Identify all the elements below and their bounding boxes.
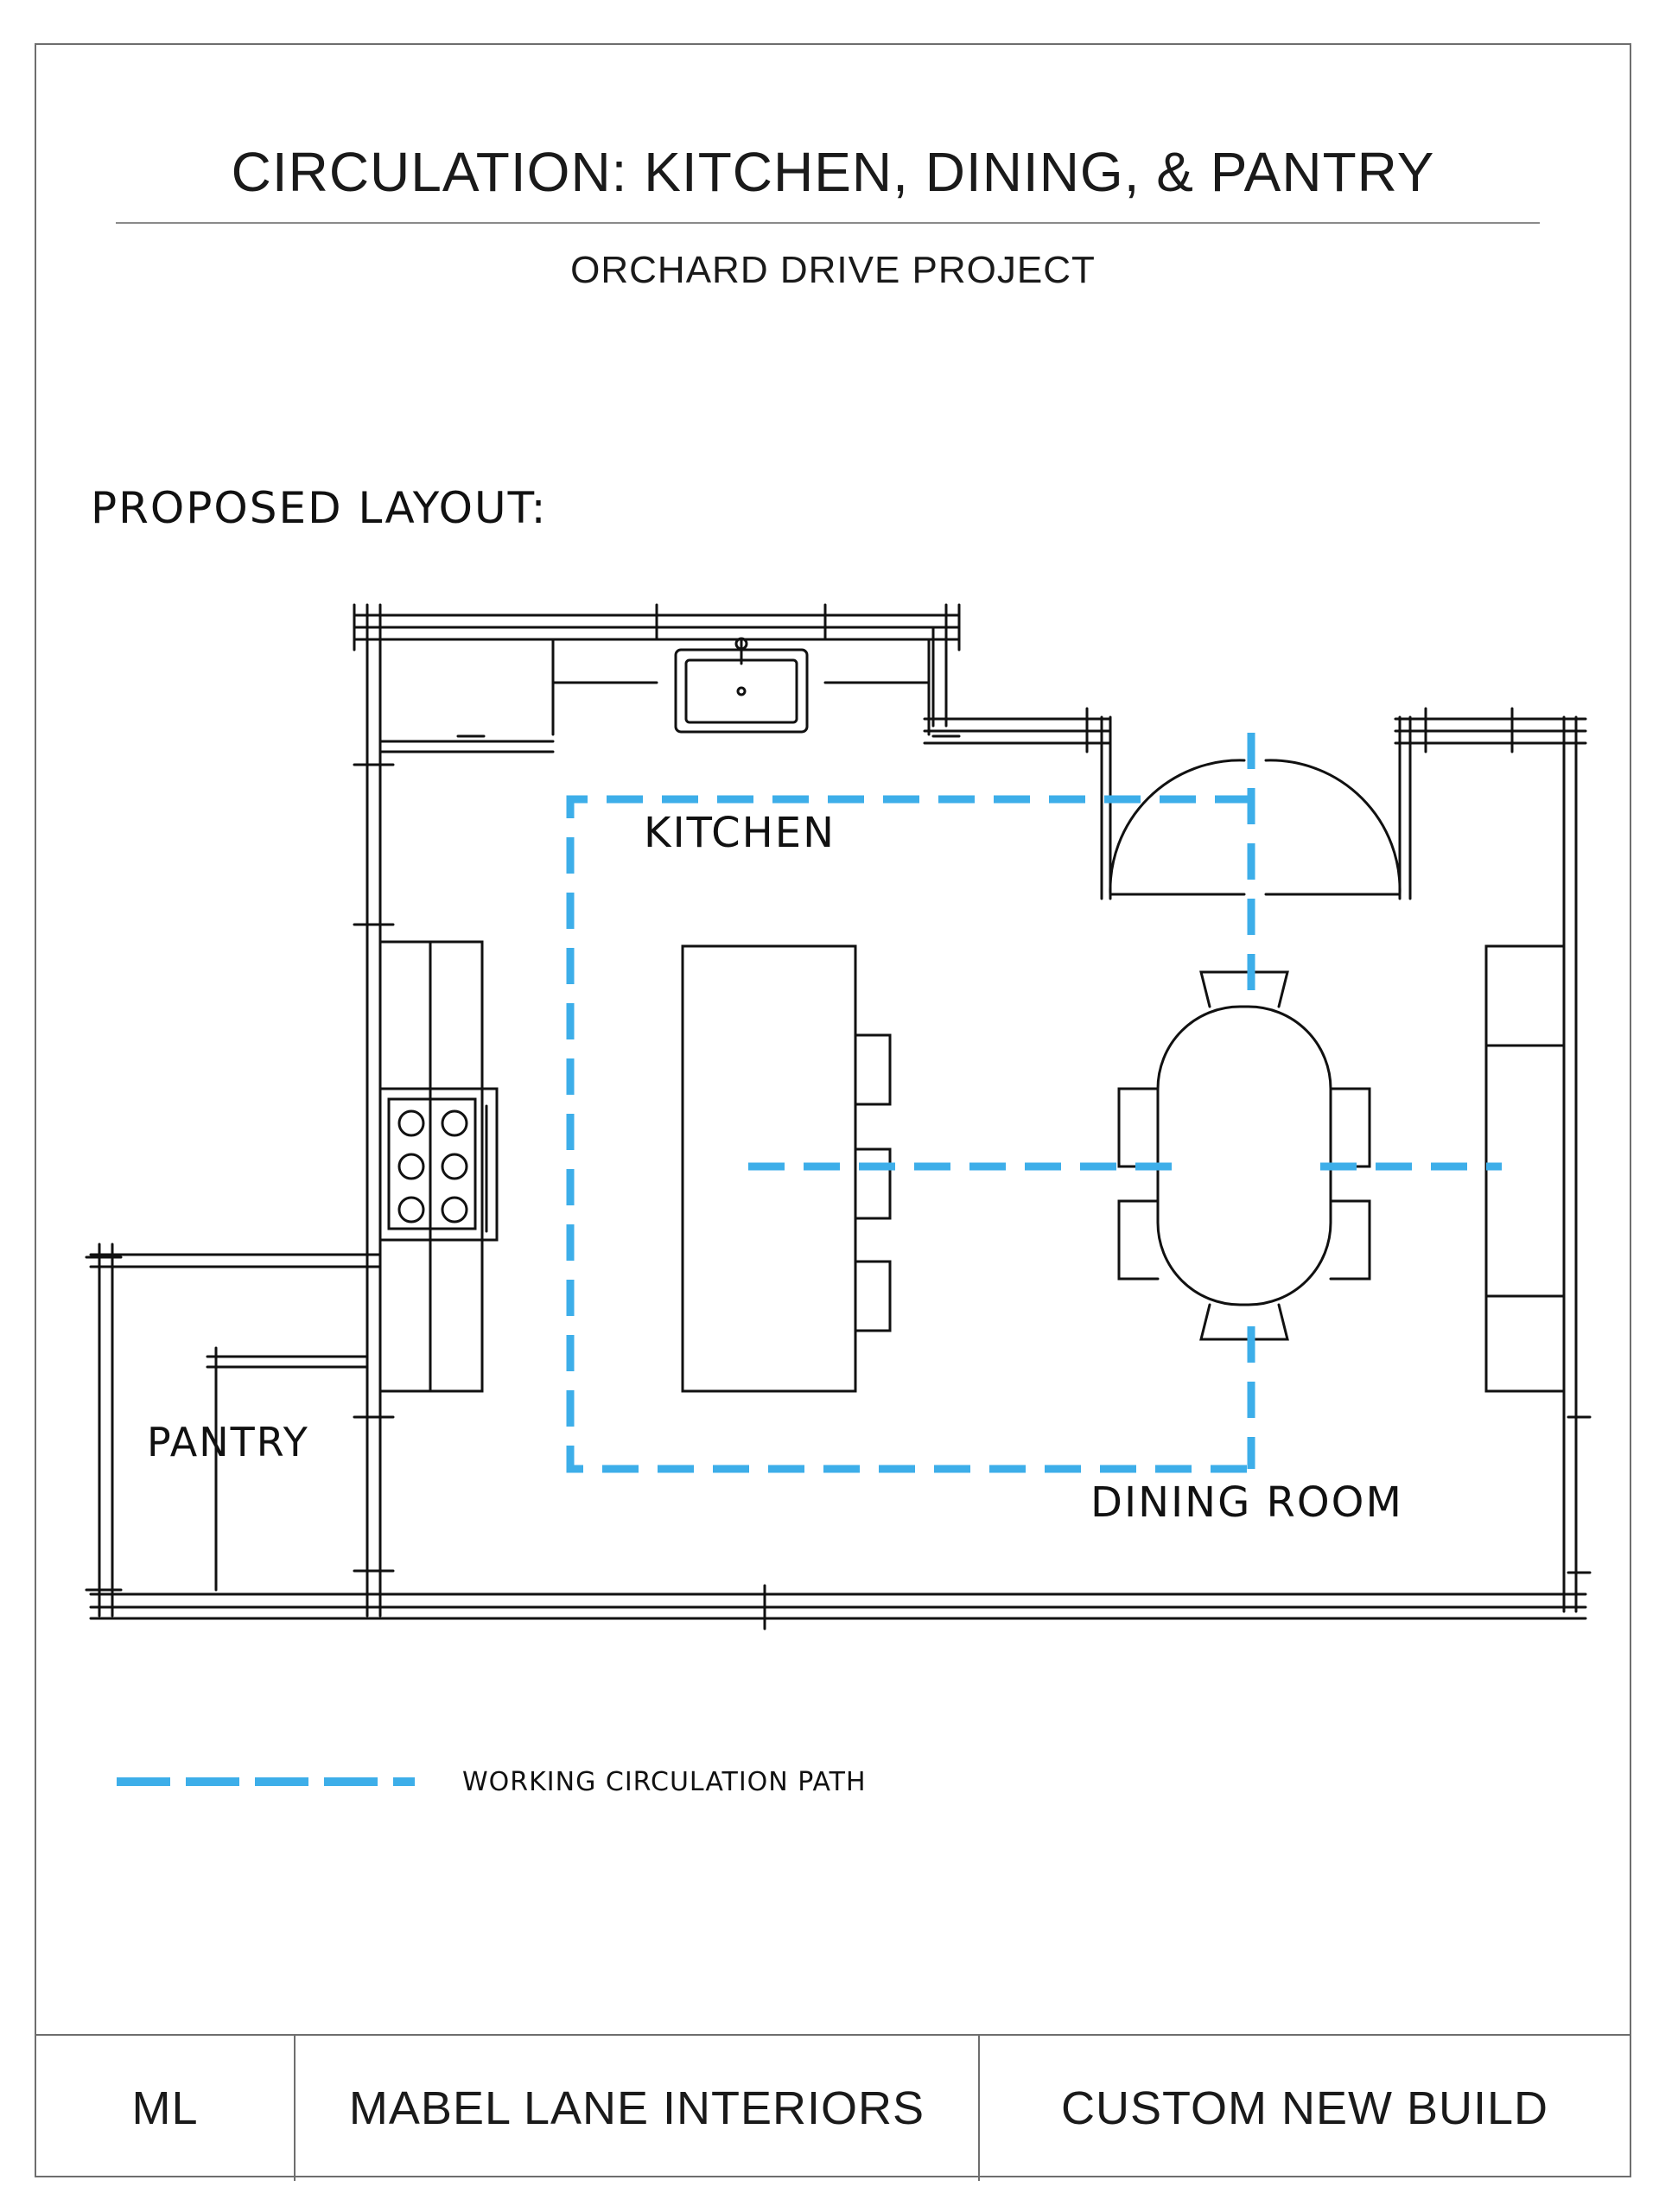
pantry-shelves xyxy=(206,1346,369,1592)
title-divider xyxy=(116,222,1540,224)
title-block: ML MABEL LANE INTERIORS CUSTOM NEW BUILD xyxy=(36,2034,1630,2181)
company-name: MABEL LANE INTERIORS xyxy=(296,2036,980,2181)
monogram: ML xyxy=(36,2036,296,2181)
proposed-layout-label: PROPOSED LAYOUT: xyxy=(91,483,547,533)
kitchen-island xyxy=(681,944,892,1393)
dining-room-label: DINING ROOM xyxy=(1090,1478,1403,1527)
exterior-walls xyxy=(85,603,1592,1630)
dining-table xyxy=(1117,970,1371,1341)
pantry-label: PANTRY xyxy=(147,1419,309,1465)
double-doors xyxy=(1109,759,1402,896)
sheet-title: CIRCULATION: KITCHEN, DINING, & PANTRY xyxy=(231,141,1435,203)
legend-label: WORKING CIRCULATION PATH xyxy=(462,1767,867,1797)
legend: WORKING CIRCULATION PATH xyxy=(117,1767,867,1797)
kitchen-label: KITCHEN xyxy=(644,809,836,857)
drawing-sheet: CIRCULATION: KITCHEN, DINING, & PANTRY O… xyxy=(35,43,1631,2181)
project-type: CUSTOM NEW BUILD xyxy=(1060,2082,1549,2134)
project-name: ORCHARD DRIVE PROJECT xyxy=(570,249,1096,291)
circulation-path xyxy=(566,733,1502,1473)
sink-counter xyxy=(551,637,931,736)
range-counter xyxy=(378,940,499,1393)
